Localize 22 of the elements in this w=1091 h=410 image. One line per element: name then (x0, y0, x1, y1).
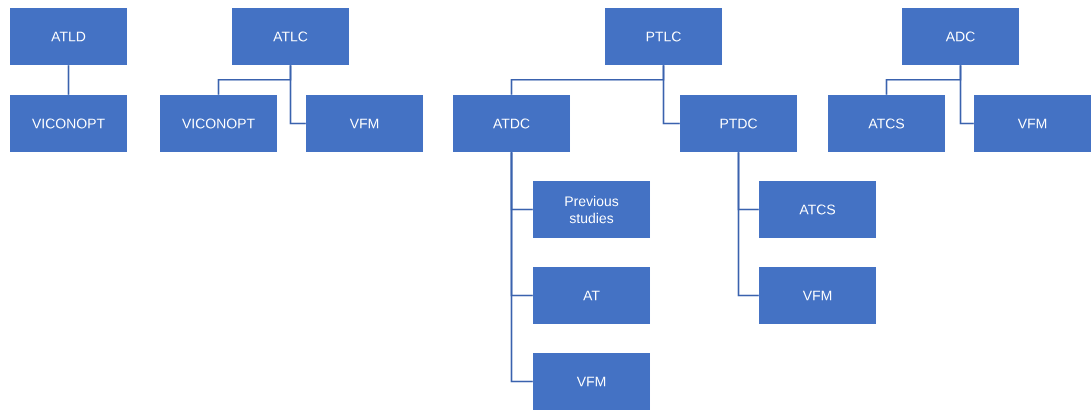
process-box: VFM (306, 95, 423, 152)
process-box: VFM (533, 353, 650, 410)
connector-line (289, 64, 307, 125)
connector-line (510, 151, 534, 383)
connector-line (959, 64, 975, 125)
connector-line (67, 64, 70, 96)
process-box: PTLC (605, 8, 722, 65)
process-box: VICONOPT (10, 95, 127, 152)
connector-line (737, 151, 760, 297)
process-box: ATDC (453, 95, 570, 152)
process-box: PTDC (680, 95, 797, 152)
process-box: AT (533, 267, 650, 324)
process-box: VFM (974, 95, 1091, 152)
process-box: ATCS (759, 181, 876, 238)
process-box: ATLC (232, 8, 349, 65)
process-box: Previous studies (533, 181, 650, 238)
process-box: ATCS (828, 95, 945, 152)
connector-line (662, 64, 681, 125)
process-box: ADC (902, 8, 1019, 65)
process-box: ATLD (10, 8, 127, 65)
process-box: VICONOPT (160, 95, 277, 152)
process-box: VFM (759, 267, 876, 324)
